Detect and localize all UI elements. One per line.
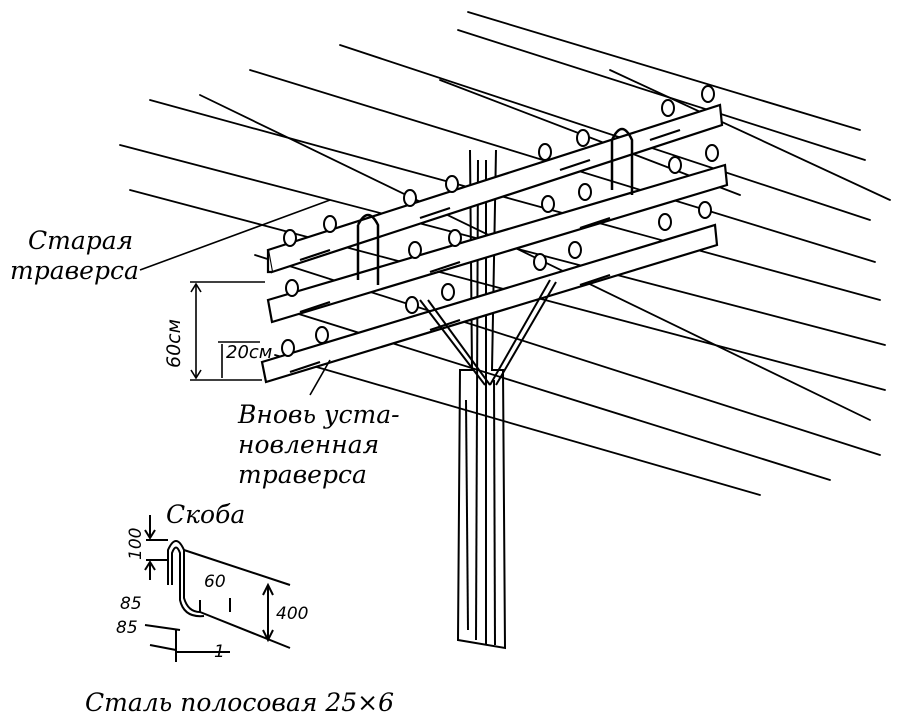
dimension-85-lower: 85 <box>116 618 138 638</box>
dimension-400: 400 <box>276 604 309 624</box>
bracket-label: Скоба <box>166 500 246 529</box>
dimension-20cm: 20см <box>226 342 273 363</box>
insulator-row-bottom <box>281 201 712 357</box>
middle-crossarm <box>266 163 729 324</box>
new-crossarm-label-1: Вновь уста- <box>238 400 400 429</box>
insulators <box>281 85 719 357</box>
dimension-1: 1 <box>214 642 225 662</box>
dimension-100: 100 <box>126 527 146 560</box>
dimension-60: 60 <box>204 572 226 592</box>
insulator-row-top <box>283 85 715 247</box>
old-crossarm <box>266 103 724 274</box>
wires <box>119 11 891 496</box>
dimension-lines <box>139 199 331 396</box>
new-crossarm-label-2: новленная <box>238 430 380 459</box>
steel-strip-caption: Сталь полосовая 25×6 <box>85 688 395 717</box>
dimension-85-upper: 85 <box>120 594 142 614</box>
new-crossarm-label-3: траверса <box>238 460 367 489</box>
old-crossarm-label-2: траверса <box>10 256 139 285</box>
dimension-60cm: 60см <box>163 319 185 368</box>
insulator-row-middle <box>285 144 719 297</box>
pole <box>456 149 507 650</box>
braces <box>419 279 557 386</box>
bracket-detail <box>144 515 291 662</box>
brackets <box>356 127 634 285</box>
old-crossarm-label-1: Старая <box>28 226 134 255</box>
